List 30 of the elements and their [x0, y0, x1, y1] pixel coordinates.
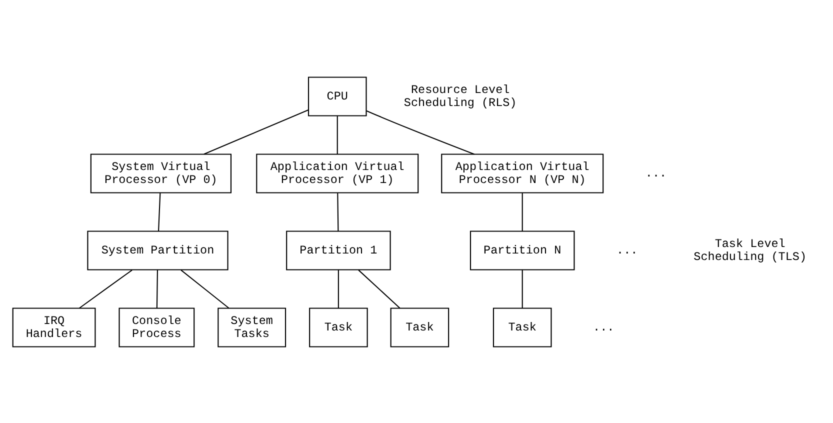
connector [522, 192, 523, 231]
node-box: System Partition [87, 230, 228, 270]
node-box: Task [390, 307, 450, 347]
label: ... [593, 320, 614, 334]
label: Task Level Scheduling (TLS) [694, 236, 807, 264]
connector [338, 270, 339, 308]
node-box: Task [309, 307, 368, 347]
node-box: Console Process [118, 307, 195, 347]
node-box: Application Virtual Processor (VP 1) [256, 153, 419, 193]
node-box: Partition 1 [286, 230, 391, 270]
node-box: CPU [308, 76, 367, 116]
label: ... [616, 242, 638, 257]
connector [180, 269, 230, 308]
node-box: System Tasks [218, 307, 286, 347]
connector [79, 269, 132, 308]
connector [158, 192, 161, 231]
node-box: System Virtual Processor (VP 0) [90, 153, 232, 193]
node-box: Partition N [470, 230, 575, 270]
connector [366, 110, 475, 154]
label: ... [645, 166, 667, 180]
node-box: Application Virtual Processor N (VP N) [441, 153, 604, 193]
connector [358, 269, 400, 308]
label: Resource Level Scheduling (RLS) [404, 82, 517, 110]
node-box: Task [492, 307, 552, 347]
node-box: IRQ Handlers [12, 307, 96, 347]
connector [204, 108, 308, 154]
connector [336, 116, 338, 154]
connector [156, 270, 158, 308]
connector [337, 192, 339, 231]
connector [522, 270, 523, 308]
